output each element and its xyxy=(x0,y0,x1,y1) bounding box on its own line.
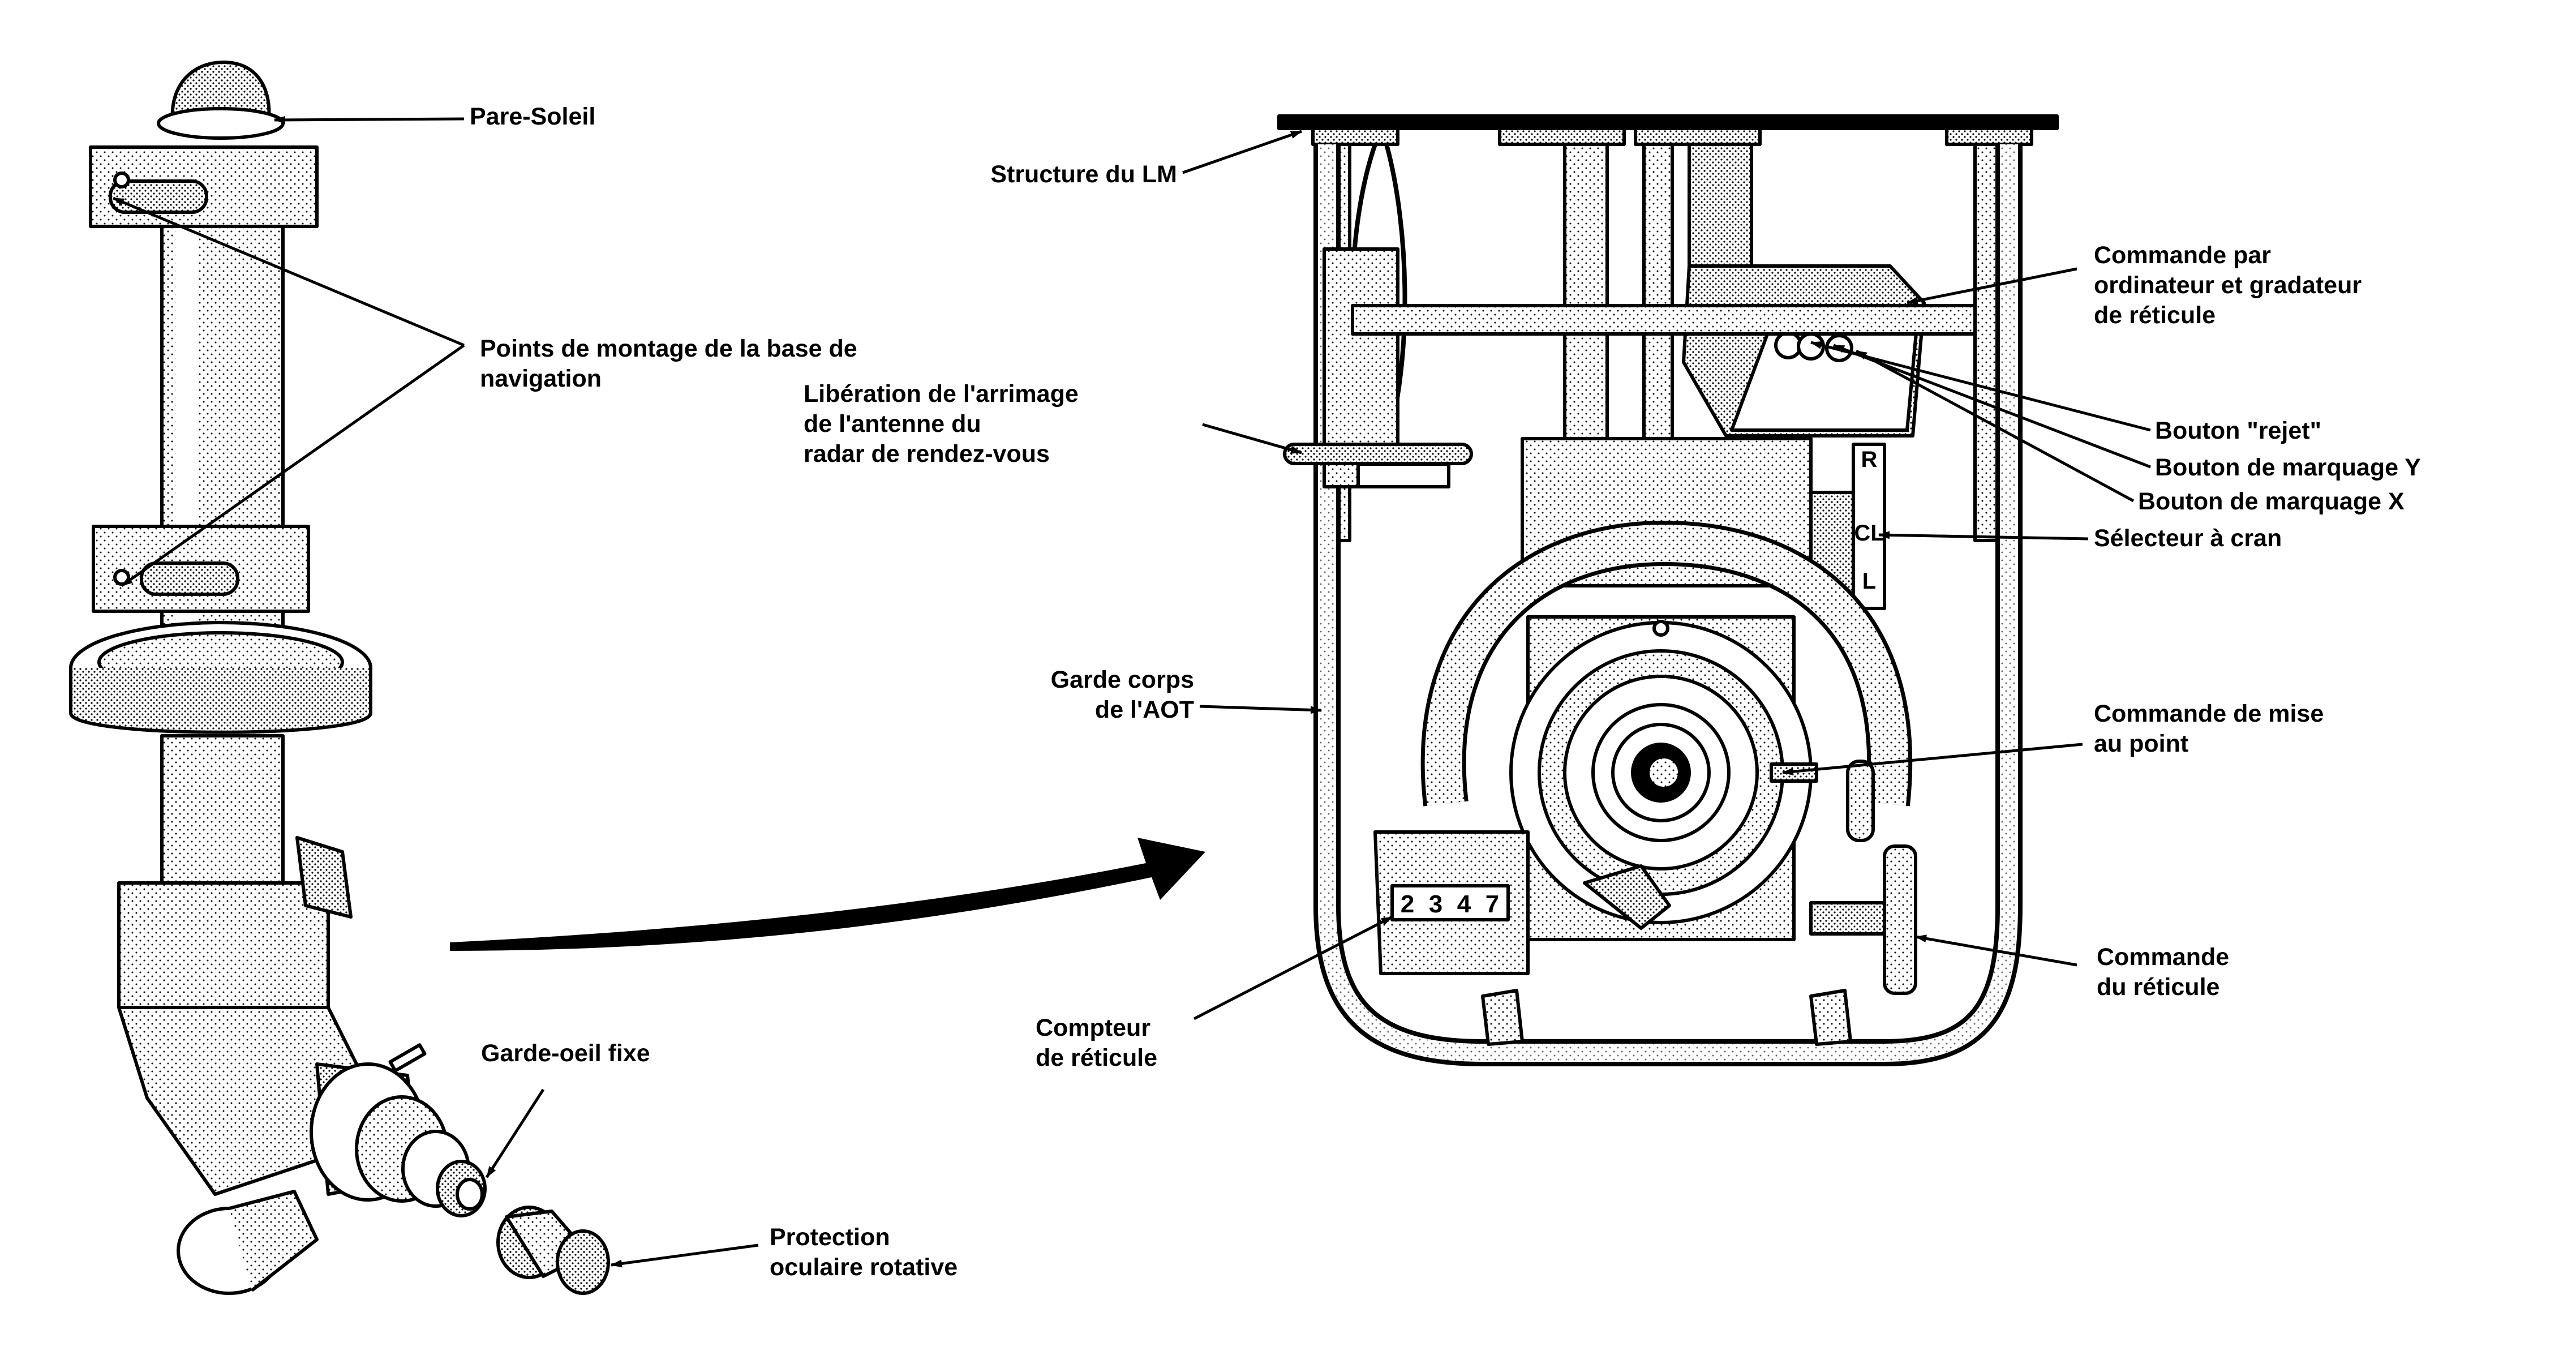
label-garde-corps: Garde corps de l'AOT xyxy=(1050,666,1194,723)
sun-shade-dome xyxy=(170,61,271,123)
upper-mount-slot xyxy=(109,179,208,214)
lm-mount-block-1 xyxy=(1311,127,1399,146)
counter-digit-1: 2 xyxy=(1401,890,1414,918)
lm-structure-plate xyxy=(1277,114,2059,130)
counter-digit-2: 3 xyxy=(1429,890,1442,918)
sun-shade-base xyxy=(157,107,285,140)
reticle-counter-window xyxy=(1390,884,1510,921)
label-liberation-arrimage: Libération de l'arrimage de l'antenne du… xyxy=(804,380,1079,468)
detent-selector-plate xyxy=(1852,443,1886,610)
crossbar xyxy=(1351,304,1977,336)
lm-mount-block-4 xyxy=(1945,127,2033,146)
selector-mark-r: R xyxy=(1861,447,1878,472)
radar-release-handle xyxy=(1283,443,1473,465)
label-commande-ordinateur: Commande par ordinateur et gradateur de … xyxy=(2094,242,2362,329)
leader-marquage-x xyxy=(1855,349,2135,503)
eyepiece-lens-core xyxy=(456,1178,484,1211)
counter-digit-3: 4 xyxy=(1457,890,1471,918)
housing-screw-top xyxy=(1652,620,1669,637)
leader-garde-corps xyxy=(1199,705,1322,714)
bottom-foot-left xyxy=(1481,989,1524,1046)
counter-digit-4: 7 xyxy=(1486,890,1499,918)
callout-leaders xyxy=(113,115,2151,1268)
right-drop-arm xyxy=(1846,760,1875,842)
flange-ring-band xyxy=(69,668,372,734)
bottom-foot-right xyxy=(1809,989,1852,1046)
label-protection: Protection oculaire rotative xyxy=(770,1224,958,1281)
label-selecteur: Sélecteur à cran xyxy=(2094,525,2282,552)
lower-mount-slot xyxy=(140,561,239,596)
leader-mise-point xyxy=(1782,743,2083,776)
optical-lens-core xyxy=(1646,755,1681,790)
label-points-montage: Points de montage de la base de navigati… xyxy=(480,335,857,392)
label-bouton-rejet: Bouton "rejet" xyxy=(2155,417,2321,444)
leader-marquage-y xyxy=(1833,344,2151,469)
leader-montage-1 xyxy=(113,196,465,347)
label-structure-lm: Structure du LM xyxy=(990,161,1177,188)
leader-structure-lm xyxy=(1182,130,1302,174)
post-mid-left xyxy=(1563,143,1609,440)
lm-mount-block-3 xyxy=(1634,127,1762,146)
leader-compteur xyxy=(1193,915,1393,1020)
label-garde-oeil: Garde-oeil fixe xyxy=(481,1040,650,1067)
leader-pare-soleil xyxy=(274,115,465,124)
label-compteur: Compteur de réticule xyxy=(1036,1014,1158,1071)
lower-tube xyxy=(160,734,285,890)
lm-installation-drawing xyxy=(1277,114,2059,1066)
selector-mark-l: L xyxy=(1862,569,1876,594)
reticle-control-knob xyxy=(1883,844,1917,995)
label-bouton-x: Bouton de marquage X xyxy=(2138,488,2405,515)
label-commande-mise-point: Commande de mise au point xyxy=(2094,700,2324,757)
leader-selecteur xyxy=(1878,531,2089,541)
reticle-lever xyxy=(1583,864,1671,930)
focus-knob-lever xyxy=(388,1043,427,1073)
label-bouton-y: Bouton de marquage Y xyxy=(2155,454,2421,481)
rotating-eyeguard-drawing xyxy=(496,1206,610,1295)
upper-mount-hole xyxy=(113,171,130,188)
label-pare-soleil: Pare-Soleil xyxy=(470,103,596,130)
housing-clip xyxy=(295,836,353,919)
leader-garde-oeil xyxy=(485,1088,545,1178)
leader-protection xyxy=(611,1243,759,1268)
mark-y-button xyxy=(1797,332,1825,361)
leader-liberation xyxy=(1202,423,1302,454)
transition-arrow xyxy=(450,838,1205,951)
selector-marks: R CL L xyxy=(1854,447,1884,594)
leader-commande-ordinateur xyxy=(1907,267,2077,305)
counter-cylinder-body xyxy=(229,1190,319,1292)
reticle-control-shaft xyxy=(1809,901,1892,936)
lm-mount-block-2 xyxy=(1498,127,1626,146)
aot-telescope-drawing xyxy=(69,61,610,1295)
octagonal-housing xyxy=(117,881,330,1009)
leader-montage-2 xyxy=(121,344,465,587)
leader-commande-reticule xyxy=(1915,934,2077,967)
label-commande-reticule: Commande du réticule xyxy=(2097,944,2230,1001)
selector-mark-cl: CL xyxy=(1854,521,1884,546)
counter-digits: 2 3 4 7 xyxy=(1401,890,1499,918)
radar-release-bar xyxy=(1356,462,1450,488)
